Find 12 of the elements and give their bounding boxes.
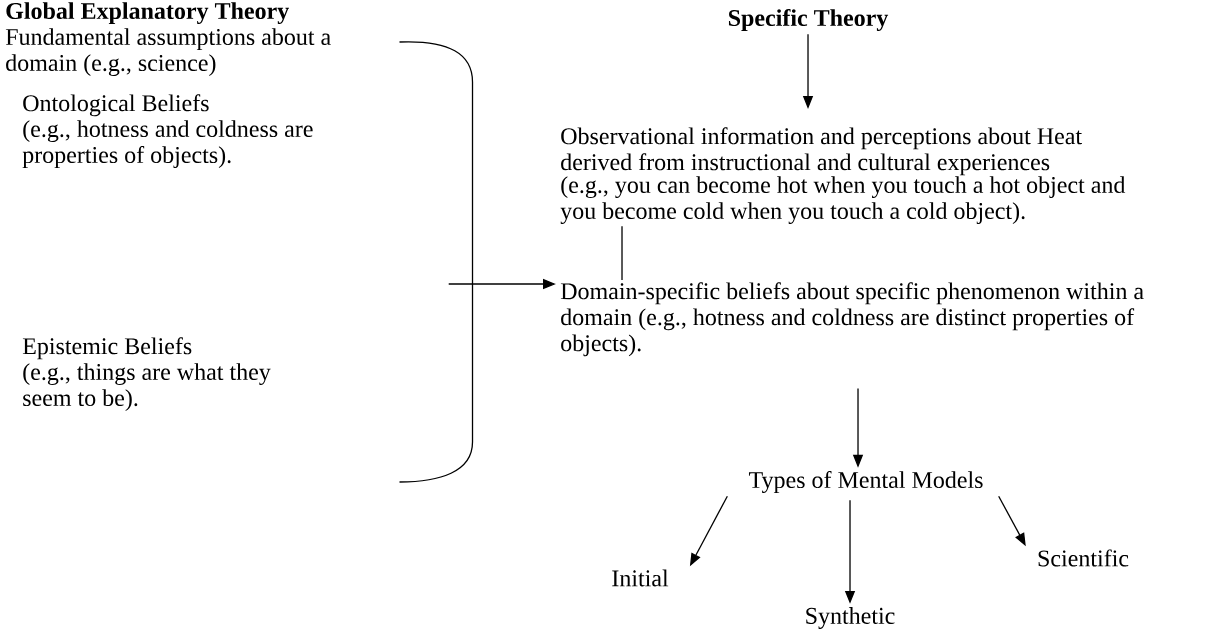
note-text: Epistemic Beliefs (e.g., things are what they seem to be). (22, 337, 271, 411)
label-text: Synthetic (806, 607, 895, 629)
label-text: Types of Mental Models (749, 471, 983, 494)
connector-line (621, 225, 623, 281)
label-text: Initial (612, 569, 669, 587)
bracket (398, 41, 474, 483)
heading-text: Specific Theory (728, 8, 889, 32)
note-text: Ontological Beliefs (e.g., hotness and coldness are properties of objects). (22, 94, 313, 168)
note-text: Domain-specific beliefs about specific phenomenon within a domain (e.g., hotness and coldness are distinct properties of objects). (560, 282, 1144, 357)
label-text: Scientific (1038, 549, 1129, 567)
heading-text: Global Explanatory Theory Fundamental assumptions about a domain (e.g., science) (5, 2, 331, 77)
note-text: Observational information and perceptions about Heat derived from instructional and cultural experiences (e.g., you can become hot when you touch a hot object and you become cold when you touch a cold object). (560, 127, 1126, 225)
